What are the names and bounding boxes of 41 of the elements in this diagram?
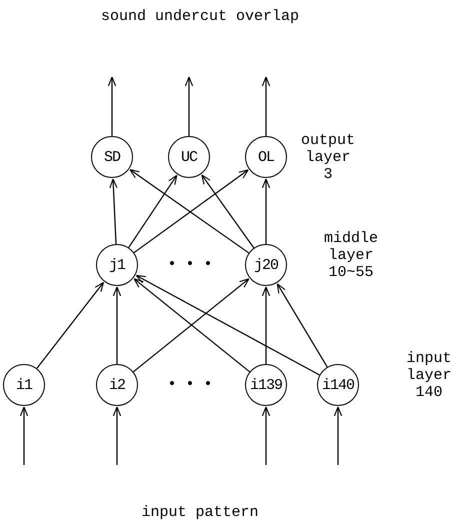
layer-label: middle layer 10~55 bbox=[322, 230, 379, 281]
neuron-circle bbox=[317, 364, 359, 406]
arrow bbox=[20, 406, 28, 465]
arrow bbox=[112, 406, 122, 465]
node-label: i140 bbox=[322, 376, 354, 394]
arrow bbox=[262, 178, 270, 244]
neuron-circle bbox=[245, 136, 287, 178]
arrow bbox=[201, 174, 254, 248]
arrow bbox=[109, 178, 118, 244]
neuron-circle bbox=[91, 136, 133, 178]
neuron-circle bbox=[96, 244, 138, 286]
footer-label: input pattern bbox=[140, 504, 260, 521]
arrow bbox=[262, 406, 270, 465]
ellipsis-dots: • • • bbox=[166, 256, 214, 273]
node-label: SD bbox=[104, 148, 120, 166]
ellipsis-dots: • • • bbox=[166, 376, 214, 393]
layer-label: input layer 140 bbox=[405, 350, 452, 401]
layer-label: output layer 3 bbox=[300, 132, 356, 183]
neuron-circle bbox=[3, 364, 45, 406]
neuron-circle bbox=[96, 364, 138, 406]
arrow bbox=[108, 76, 116, 136]
arrow bbox=[262, 286, 270, 364]
node-label: i139 bbox=[250, 376, 282, 394]
neuron-circle bbox=[245, 244, 287, 286]
node-label: OL bbox=[258, 148, 274, 166]
node-label: i2 bbox=[108, 376, 125, 394]
neuron-circle bbox=[245, 364, 287, 406]
arrow bbox=[184, 76, 194, 136]
arrow bbox=[128, 174, 178, 248]
node-label: j20 bbox=[254, 256, 278, 274]
node-label: UC bbox=[180, 148, 197, 166]
node-label: i1 bbox=[16, 376, 32, 394]
arrow bbox=[136, 274, 320, 376]
arrow bbox=[334, 406, 342, 465]
arrow bbox=[262, 76, 270, 136]
node-label: j1 bbox=[108, 256, 125, 274]
arrow bbox=[276, 283, 328, 368]
arrow bbox=[112, 286, 122, 364]
neuron-circle bbox=[168, 136, 210, 178]
heading: sound undercut overlap bbox=[100, 8, 300, 25]
arrow bbox=[36, 282, 104, 369]
